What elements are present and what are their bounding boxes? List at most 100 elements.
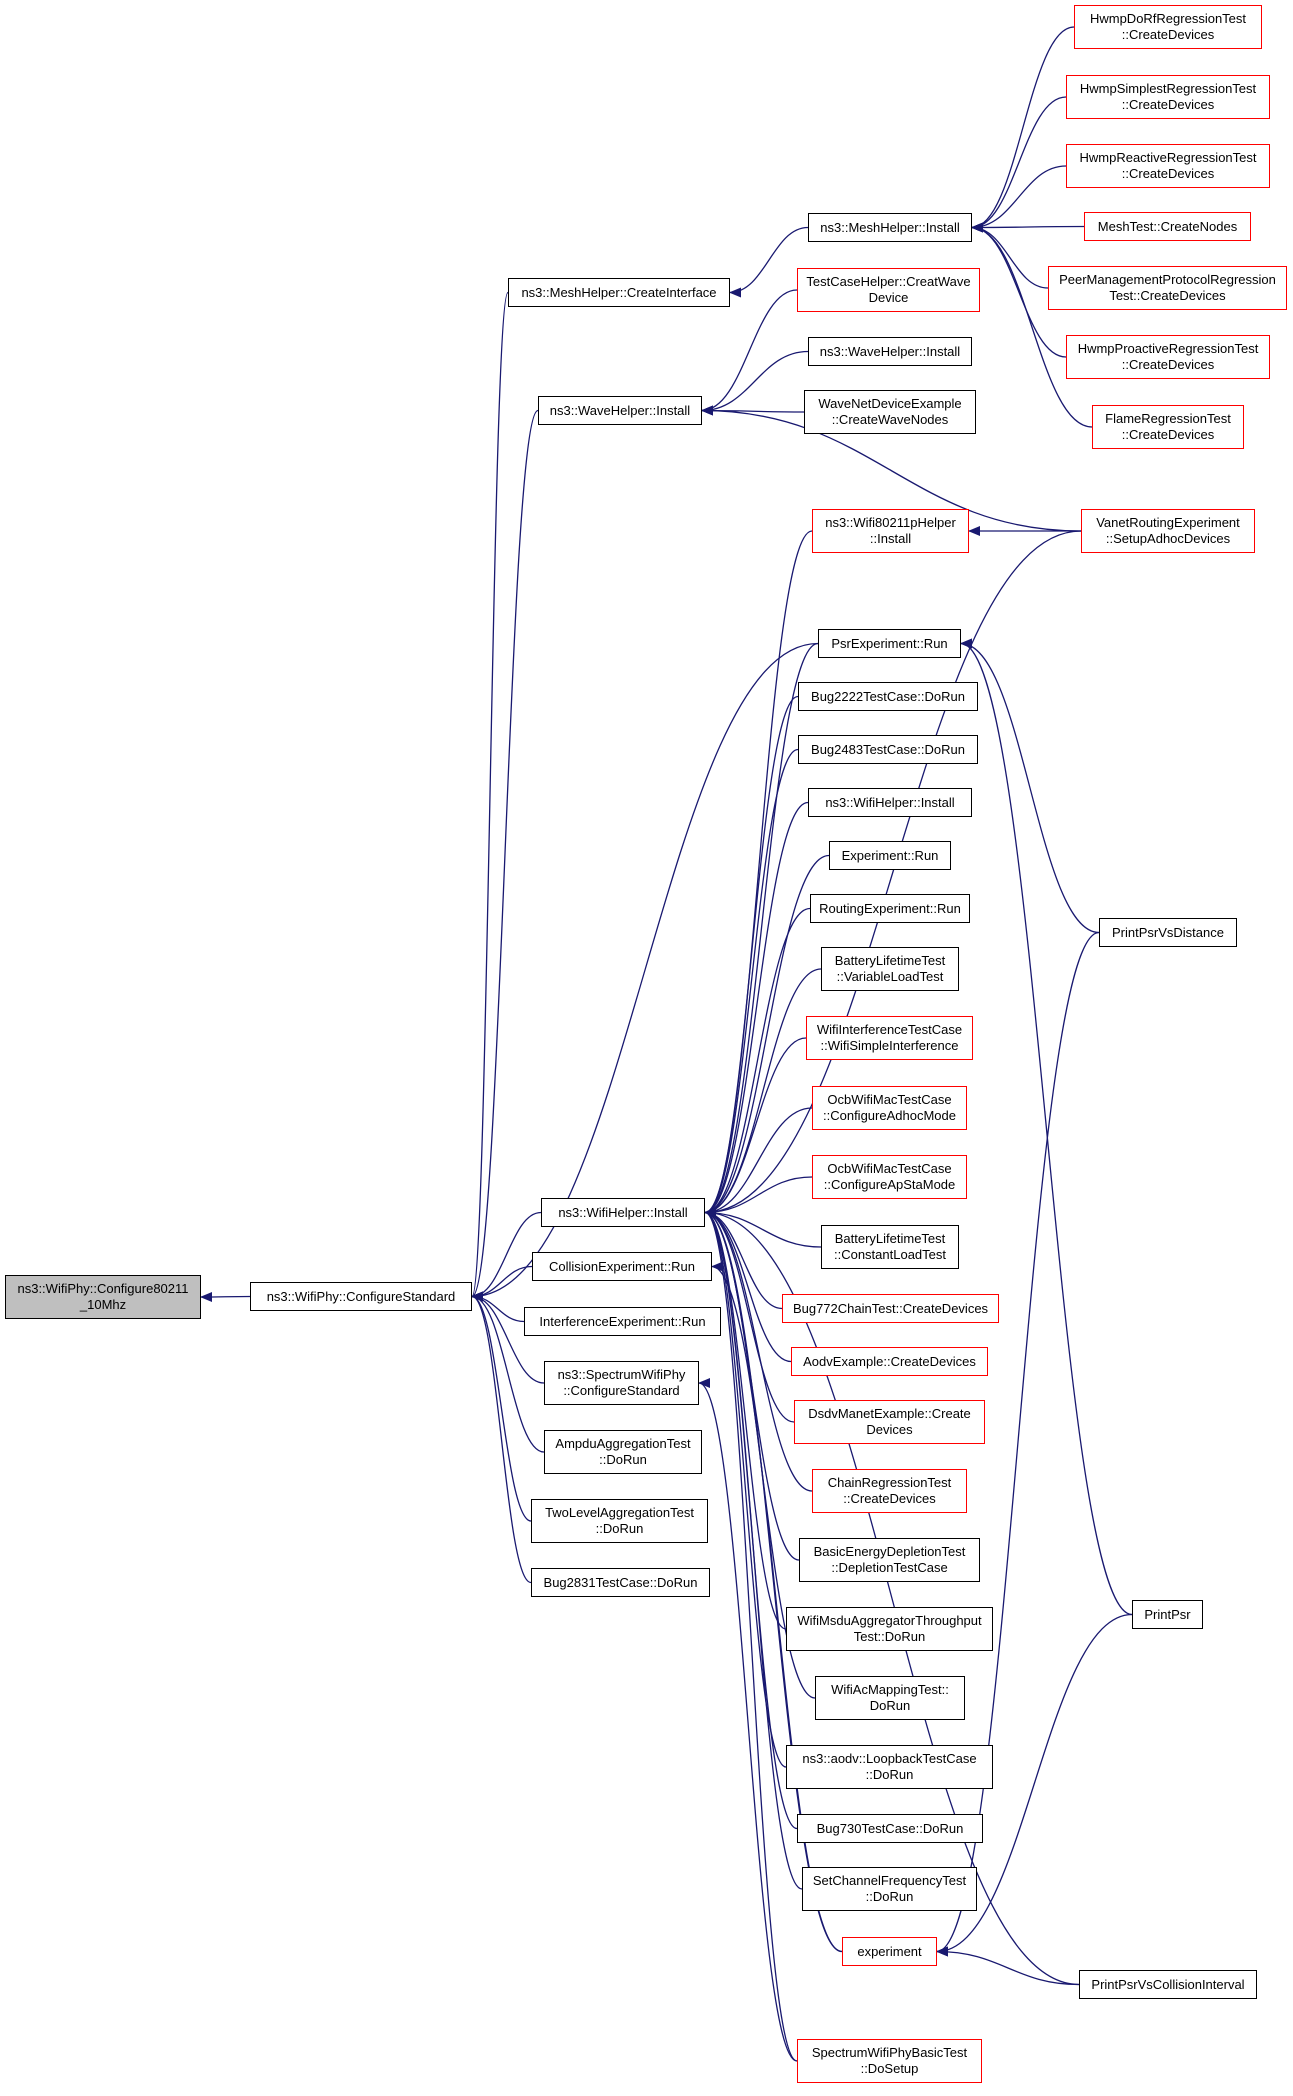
- node-label: HwmpSimplestRegressionTest: [1079, 81, 1257, 96]
- node-label: WaveNetDeviceExample: [818, 396, 962, 411]
- node-hwmp-proactive[interactable]: HwmpProactiveRegressionTest::CreateDevic…: [1066, 335, 1270, 379]
- node-battery-constant[interactable]: BatteryLifetimeTest::ConstantLoadTest: [821, 1225, 959, 1269]
- edge-routing-run-to-wifi-install: [704, 907, 811, 1218]
- node-hwmp-dorf[interactable]: HwmpDoRfRegressionTest::CreateDevices: [1074, 5, 1262, 49]
- node-wifi80211p-install[interactable]: ns3::Wifi80211pHelper::Install: [812, 509, 969, 553]
- edge-bug2831-dorun-to-configure-standard: [471, 1291, 532, 1584]
- node-label: Bug2831TestCase::DoRun: [543, 1574, 698, 1590]
- node-collision-run[interactable]: CollisionExperiment::Run: [532, 1252, 712, 1281]
- node-label: ns3::WifiPhy::Configure80211: [17, 1281, 189, 1296]
- edge-chain-regression-to-wifi-install: [704, 1207, 813, 1492]
- node-ampdu-dorun[interactable]: AmpduAggregationTest::DoRun: [544, 1430, 702, 1474]
- node-flame-regression[interactable]: FlameRegressionTest::CreateDevices: [1092, 405, 1244, 449]
- edge-spectrum-basic-to-wifi-install: [704, 1207, 798, 2062]
- node-battery-variable[interactable]: BatteryLifetimeTest::VariableLoadTest: [821, 947, 959, 991]
- node-basic-energy[interactable]: BasicEnergyDepletionTest::DepletionTestC…: [799, 1538, 980, 1582]
- edge-layer: [200, 26, 1133, 2062]
- node-psr-run[interactable]: PsrExperiment::Run: [818, 629, 961, 658]
- node-wifihelper-install-2[interactable]: ns3::WifiHelper::Install: [808, 788, 972, 817]
- node-bug730[interactable]: Bug730TestCase::DoRun: [797, 1814, 983, 1843]
- node-label: ::CreateWaveNodes: [831, 412, 949, 427]
- node-label: ns3::MeshHelper::Install: [820, 219, 960, 235]
- node-mesh-install[interactable]: ns3::MeshHelper::Install: [808, 213, 972, 242]
- node-label: ::SetupAdhocDevices: [1105, 531, 1231, 546]
- node-label: ::DoRun: [865, 1767, 914, 1782]
- node-label: TestCaseHelper::CreatWave: [806, 274, 971, 289]
- node-ocb-adhoc[interactable]: OcbWifiMacTestCase::ConfigureAdhocMode: [812, 1086, 967, 1130]
- edge-bug2222-to-wifi-install: [704, 695, 799, 1218]
- node-print-psr-collision[interactable]: PrintPsrVsCollisionInterval: [1079, 1970, 1257, 1999]
- node-root: ns3::WifiPhy::Configure80211_10Mhz: [5, 1275, 201, 1319]
- node-label: PrintPsrVsDistance: [1112, 924, 1224, 940]
- edge-peer-management-to-mesh-install: [971, 222, 1049, 289]
- node-label: ns3::Wifi80211pHelper: [825, 515, 956, 530]
- edge-wave-install-to-configure-standard: [471, 409, 539, 1302]
- node-wavenet-example[interactable]: WaveNetDeviceExample::CreateWaveNodes: [804, 390, 976, 434]
- edge-print-psr-collision-to-wifi-install: [704, 1207, 1080, 1986]
- node-mesh-create-interface[interactable]: ns3::MeshHelper::CreateInterface: [508, 278, 730, 307]
- node-wave-install-2[interactable]: ns3::WaveHelper::Install: [808, 337, 972, 366]
- edge-ocb-adhoc-to-wifi-install: [704, 1107, 813, 1218]
- node-aodv-example[interactable]: AodvExample::CreateDevices: [791, 1347, 988, 1376]
- edge-wifihelper-install-2-to-wifi-install: [704, 801, 809, 1218]
- node-label: OcbWifiMacTestCase: [827, 1161, 952, 1176]
- edge-print-psr-collision-to-experiment: [936, 1946, 1080, 1986]
- node-label: Bug2483TestCase::DoRun: [811, 741, 965, 757]
- node-label: OcbWifiMacTestCase: [827, 1092, 952, 1107]
- node-label: ::VariableLoadTest: [836, 969, 944, 984]
- node-print-psr[interactable]: PrintPsr: [1132, 1600, 1203, 1629]
- node-label: ::CreateDevices: [843, 1491, 936, 1506]
- node-experiment-run[interactable]: Experiment::Run: [829, 841, 951, 870]
- node-label: CollisionExperiment::Run: [549, 1258, 695, 1274]
- edge-dsdv-manet-to-wifi-install: [704, 1207, 795, 1423]
- node-wifi-install[interactable]: ns3::WifiHelper::Install: [541, 1198, 705, 1227]
- edge-wave-install-2-to-wave-install: [701, 350, 809, 416]
- node-print-psr-distance[interactable]: PrintPsrVsDistance: [1099, 918, 1237, 947]
- node-configure-standard[interactable]: ns3::WifiPhy::ConfigureStandard: [250, 1282, 472, 1311]
- node-mesh-test[interactable]: MeshTest::CreateNodes: [1084, 212, 1251, 241]
- node-label: AodvExample::CreateDevices: [803, 1353, 976, 1369]
- node-set-channel[interactable]: SetChannelFrequencyTest::DoRun: [802, 1867, 977, 1911]
- node-ocb-apsta[interactable]: OcbWifiMacTestCase::ConfigureApStaMode: [812, 1155, 967, 1199]
- node-label: Test::DoRun: [853, 1629, 926, 1644]
- node-twolevel-dorun[interactable]: TwoLevelAggregationTest::DoRun: [531, 1499, 708, 1543]
- edge-twolevel-dorun-to-configure-standard: [471, 1291, 532, 1522]
- node-hwmp-simplest[interactable]: HwmpSimplestRegressionTest::CreateDevice…: [1066, 75, 1270, 119]
- edge-hwmp-simplest-to-mesh-install: [971, 96, 1067, 233]
- node-vanet-routing[interactable]: VanetRoutingExperiment::SetupAdhocDevice…: [1081, 509, 1255, 553]
- node-bug772[interactable]: Bug772ChainTest::CreateDevices: [782, 1294, 999, 1323]
- node-aodv-loopback[interactable]: ns3::aodv::LoopbackTestCase::DoRun: [786, 1745, 993, 1789]
- node-spectrum-configure[interactable]: ns3::SpectrumWifiPhy::ConfigureStandard: [544, 1361, 699, 1405]
- node-ac-mapping[interactable]: WifiAcMappingTest::DoRun: [815, 1676, 965, 1720]
- node-label: WifiAcMappingTest::: [831, 1682, 949, 1697]
- edge-mesh-test-to-mesh-install: [971, 222, 1085, 233]
- node-label: Bug730TestCase::DoRun: [816, 1820, 964, 1836]
- node-bug2222[interactable]: Bug2222TestCase::DoRun: [798, 682, 978, 711]
- node-routing-run[interactable]: RoutingExperiment::Run: [810, 894, 970, 923]
- node-hwmp-reactive[interactable]: HwmpReactiveRegressionTest::CreateDevice…: [1066, 144, 1270, 188]
- edge-battery-variable-to-wifi-install: [704, 968, 822, 1218]
- node-bug2483[interactable]: Bug2483TestCase::DoRun: [798, 735, 978, 764]
- node-chain-regression[interactable]: ChainRegressionTest::CreateDevices: [812, 1469, 967, 1513]
- node-interference-run[interactable]: InterferenceExperiment::Run: [524, 1307, 721, 1336]
- edge-mesh-install-to-mesh-create-interface: [729, 226, 809, 298]
- node-label: ns3::SpectrumWifiPhy: [557, 1367, 686, 1382]
- node-bug2831-dorun[interactable]: Bug2831TestCase::DoRun: [531, 1568, 710, 1597]
- node-wifi-interference[interactable]: WifiInterferenceTestCase::WifiSimpleInte…: [806, 1016, 973, 1060]
- edge-set-channel-to-wifi-install: [704, 1207, 803, 1890]
- node-wave-install[interactable]: ns3::WaveHelper::Install: [538, 396, 702, 425]
- node-label: ::ConfigureAdhocMode: [823, 1108, 956, 1123]
- node-spectrum-basic[interactable]: SpectrumWifiPhyBasicTest::DoSetup: [797, 2039, 982, 2083]
- edge-experiment-run-to-wifi-install: [704, 854, 830, 1218]
- node-label: PeerManagementProtocolRegression: [1059, 272, 1276, 287]
- node-experiment[interactable]: experiment: [842, 1937, 937, 1966]
- node-label: Experiment::Run: [841, 847, 939, 863]
- edge-psr-run-to-wifi-install: [704, 642, 819, 1218]
- edge-print-psr-to-experiment: [936, 1613, 1133, 1957]
- node-label: HwmpDoRfRegressionTest: [1089, 11, 1247, 26]
